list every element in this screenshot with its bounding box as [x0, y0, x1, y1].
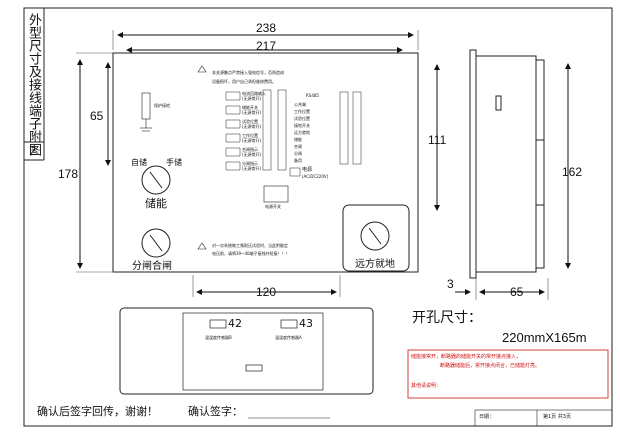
dim-178: 178 — [58, 167, 79, 181]
term-label: 电流回路输入 — [242, 91, 266, 96]
note-line1: 储能接常开，断路器的储能开关的常开接点接入， — [411, 354, 522, 360]
confirm-text: 确认后签字回传，谢谢！ — [37, 405, 158, 418]
term-label: 远方就地 — [294, 130, 310, 135]
note-line2: 断路器储能后，常开接点闭合，已储能灯亮。 — [440, 363, 541, 369]
dim-217: 217 — [256, 39, 277, 53]
switch-label: 分闸合闸 — [132, 261, 172, 272]
term-label: 备用 — [294, 158, 302, 163]
term-label: 分闸指示 — [242, 161, 258, 166]
warning-bottom-line2: 电压前，请将39~40端子接线并短接！！！ — [212, 251, 290, 256]
dim-111: 111 — [428, 133, 447, 147]
store-label: 储能 — [145, 197, 167, 210]
term-label: 工作位置 — [242, 133, 258, 138]
term-label: (无源常开) — [242, 96, 262, 101]
term-label: 试验位置 — [294, 116, 310, 121]
warning-top-line1: 非关源触点严禁接入强电信号，否则造成 — [212, 70, 284, 75]
warning-top-line2: 设备损坏，用户自己承担维修费用。 — [212, 79, 276, 84]
date-label: 日期： — [479, 414, 495, 420]
term-label: 合闸 — [294, 144, 302, 149]
port-43: 43 — [299, 317, 313, 330]
dim-65-side: 65 — [510, 285, 524, 299]
term-label: (无源常开) — [242, 124, 262, 129]
power-switch-label: 电源开关 — [265, 204, 281, 209]
dim-3: 3 — [447, 277, 454, 291]
port-43-label: 温湿度传感器A — [275, 335, 302, 340]
store-right-label: 手储 — [166, 158, 182, 167]
side-number: 2 — [29, 144, 37, 158]
power-label: 电源 — [302, 167, 313, 173]
term-label: 试验位置 — [242, 119, 258, 124]
term-label: 储能开关 — [242, 105, 258, 110]
cutout-size: 220mmX165m — [502, 330, 587, 345]
term-label: 公共端 — [294, 102, 306, 107]
dim-162: 162 — [562, 165, 583, 179]
dim-65-left: 65 — [90, 109, 104, 123]
term-label: 工作位置 — [294, 109, 310, 114]
sign-label: 确认签字： — [188, 405, 243, 418]
dim-120: 120 — [256, 285, 277, 299]
store-left-label: 自储 — [131, 158, 147, 167]
ground-label: 保护接地 — [154, 103, 170, 108]
side-title: 外型尺寸及接线端子附图 — [26, 13, 41, 156]
port-42-label: 温湿度传感器B — [205, 335, 232, 340]
note-line3: 其他请说明： — [411, 383, 442, 389]
dim-238: 238 — [256, 21, 277, 35]
term-label: 合闸指示 — [242, 147, 258, 152]
power-spec: (AC/DC220V) — [302, 174, 329, 179]
term-label: (无源常开) — [242, 166, 262, 171]
term-label: (无源常开) — [242, 110, 262, 115]
term-label: 储能 — [294, 137, 302, 142]
remote-label: 远方就地 — [355, 259, 395, 270]
port-42: 42 — [228, 317, 242, 330]
term-label: RS485 — [306, 93, 319, 98]
term-label: (无源常开) — [242, 152, 262, 157]
term-label: 接地开关 — [294, 123, 310, 128]
term-label: (无源常开) — [242, 138, 262, 143]
cutout-title: 开孔尺寸： — [412, 310, 482, 326]
page-label: 第1页 共3页 — [543, 414, 571, 420]
warning-bottom-line1: 对一次系统做工频耐压试验时，当此附能定 — [212, 243, 288, 248]
term-label: 分闸 — [294, 151, 302, 156]
